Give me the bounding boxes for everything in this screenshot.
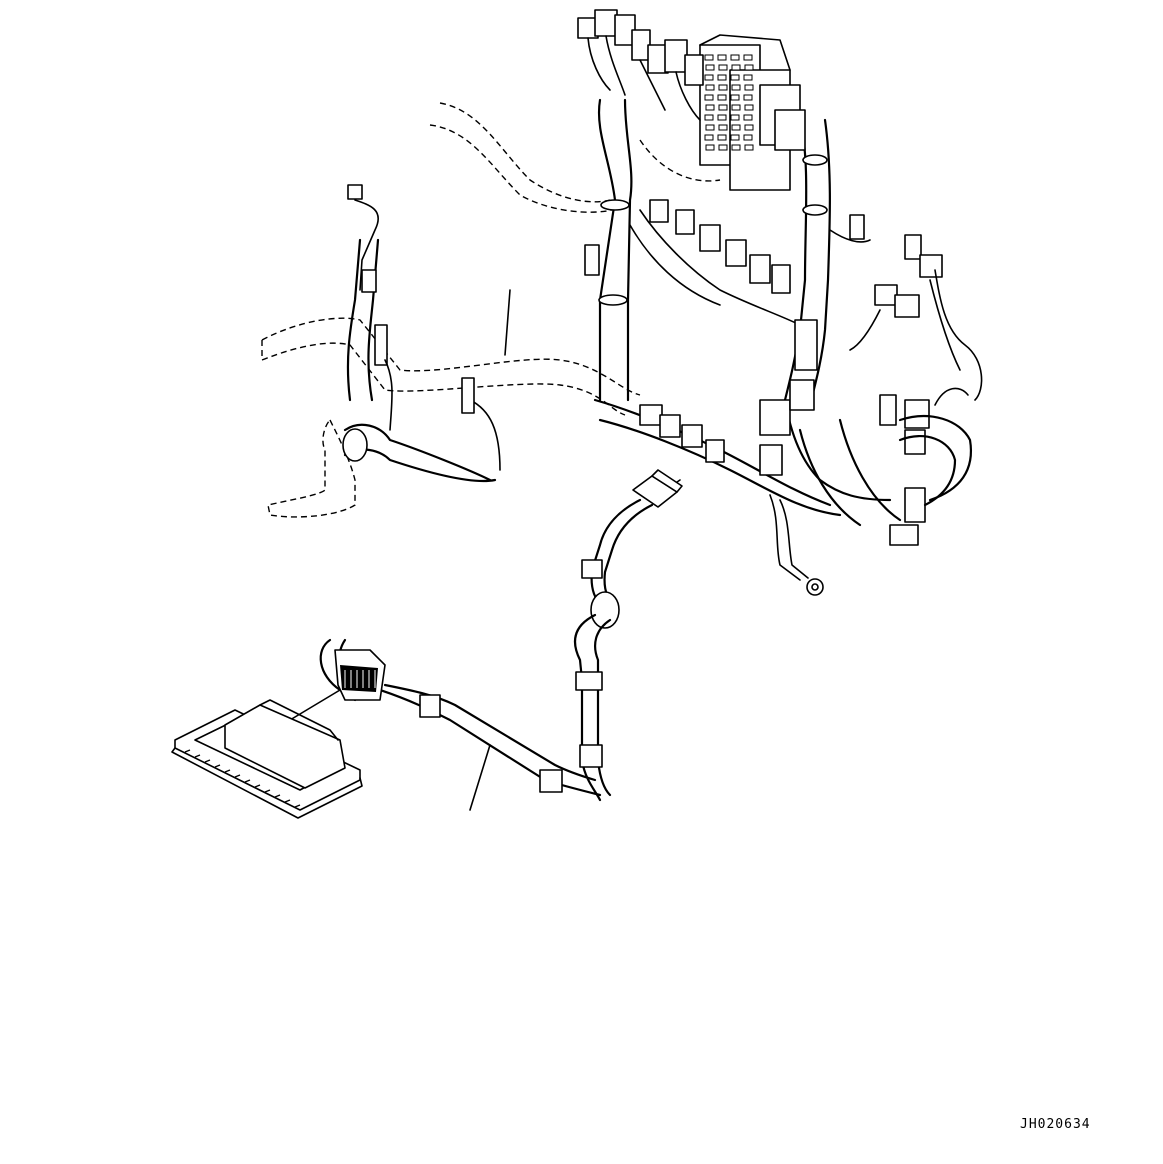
controller-connector bbox=[289, 638, 386, 721]
fuse-slot bbox=[717, 54, 727, 61]
middle-connectors bbox=[584, 199, 801, 326]
unit-rib bbox=[184, 749, 191, 753]
drawing-reference-number: JH020634 bbox=[1020, 1117, 1091, 1132]
fuse-slot bbox=[743, 134, 753, 141]
unit-rib bbox=[204, 759, 211, 763]
fuse-slot bbox=[743, 54, 753, 61]
controller-unit bbox=[171, 699, 363, 819]
fuse-slot bbox=[743, 114, 753, 121]
fuse-slot bbox=[718, 124, 728, 131]
fuse-slot bbox=[731, 84, 741, 91]
main-harness-phantom bbox=[261, 102, 721, 518]
fuse-slot bbox=[718, 144, 728, 151]
fuse-slot bbox=[718, 84, 728, 91]
fuse-slot bbox=[704, 94, 714, 101]
fuse-slot bbox=[717, 74, 727, 81]
harness-trunk-right bbox=[783, 118, 831, 407]
left-lower-loop bbox=[342, 377, 501, 482]
fuse-slot bbox=[744, 144, 754, 151]
fuse-slot bbox=[731, 124, 741, 131]
fuse-slot bbox=[743, 74, 753, 81]
fuse-slot bbox=[730, 134, 740, 141]
controller-harness bbox=[378, 289, 683, 811]
fuse-slot bbox=[718, 64, 728, 71]
fuse-slot bbox=[744, 124, 754, 131]
fuse-slot bbox=[744, 104, 754, 111]
unit-rib bbox=[274, 794, 281, 798]
unit-rib bbox=[194, 754, 201, 758]
unit-rib bbox=[284, 799, 291, 803]
fuse-slot bbox=[717, 114, 727, 121]
fuse-slot bbox=[704, 134, 714, 141]
unit-rib bbox=[224, 769, 231, 773]
unit-rib bbox=[254, 784, 261, 788]
fuse-slot bbox=[744, 64, 754, 71]
fuse-slot bbox=[731, 64, 741, 71]
fuse-slot bbox=[730, 114, 740, 121]
fuse-slot bbox=[731, 104, 741, 111]
unit-rib bbox=[214, 764, 221, 768]
fuse-slot bbox=[705, 124, 715, 131]
fuse-slot bbox=[704, 74, 714, 81]
fuse-slot bbox=[704, 114, 714, 121]
unit-rib bbox=[234, 774, 241, 778]
fuse-slot bbox=[705, 64, 715, 71]
fuse-slot bbox=[717, 134, 727, 141]
fuse-slot bbox=[704, 54, 714, 61]
fuse-slot bbox=[731, 144, 741, 151]
front-connectors bbox=[639, 319, 818, 476]
fuse-slot bbox=[730, 54, 740, 61]
fuse-slot bbox=[744, 84, 754, 91]
fuse-slot bbox=[705, 144, 715, 151]
fuse-slot bbox=[743, 94, 753, 101]
fuse-relay-box bbox=[699, 34, 806, 191]
unit-rib bbox=[264, 789, 271, 793]
left-cable-connector bbox=[346, 184, 393, 431]
ground-wire bbox=[769, 494, 824, 596]
fuse-slot bbox=[730, 74, 740, 81]
fuse-slot bbox=[705, 84, 715, 91]
right-connectors bbox=[798, 214, 983, 546]
unit-rib bbox=[244, 779, 251, 783]
harness-trunk-left bbox=[597, 98, 633, 402]
fuse-slot bbox=[705, 104, 715, 111]
fuse-slot bbox=[717, 94, 727, 101]
fuse-slot bbox=[730, 94, 740, 101]
unit-rib bbox=[294, 804, 301, 808]
top-connectors bbox=[577, 9, 704, 121]
fuse-slot bbox=[718, 104, 728, 111]
